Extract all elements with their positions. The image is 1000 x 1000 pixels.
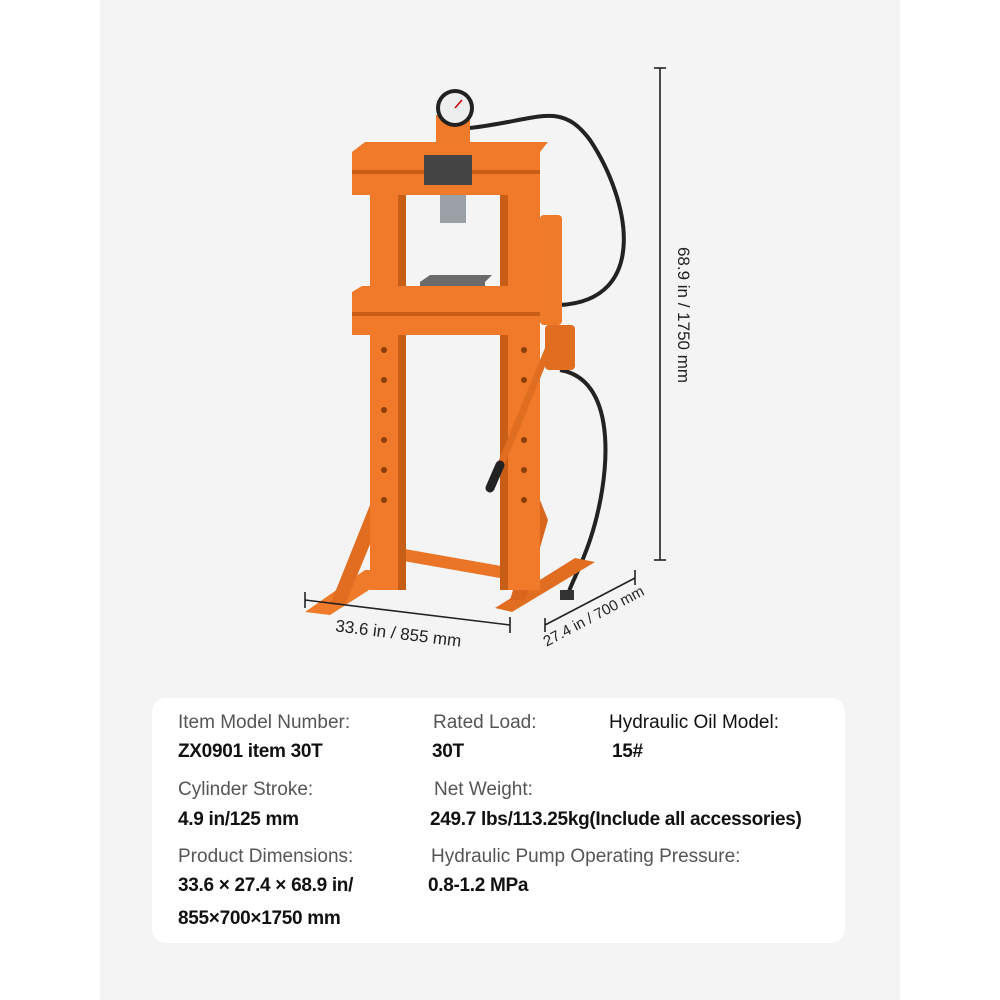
hydraulic-hose [469,113,626,307]
spec-label-oil-model: Hydraulic Oil Model: [609,712,779,733]
hose-coupler [560,590,574,600]
pump-hose [559,368,608,596]
left-brace [330,500,380,605]
spec-card: Item Model Number: ZX0901 item 30T Rated… [152,698,845,943]
height-dimension-label: 68.9 in / 1750 mm [674,246,693,384]
base-crossbar [389,546,521,582]
right-post-side [500,150,508,590]
spec-value-net-weight: 249.7 lbs/113.25kg(Include all accessori… [430,809,802,830]
spec-value-model: ZX0901 item 30T [178,741,323,762]
nameplate [424,155,472,185]
spec-label-dimensions: Product Dimensions: [178,846,354,867]
left-post-side [398,150,406,590]
pump-body [545,325,575,370]
middle-bed [352,286,540,335]
spec-label-pump-pressure: Hydraulic Pump Operating Pressure: [431,846,741,867]
spec-label-stroke: Cylinder Stroke: [178,779,314,800]
spec-value-rated-load: 30T [432,741,464,762]
right-post [508,150,540,590]
spec-value-pump-pressure: 0.8-1.2 MPa [428,875,529,896]
spec-label-model: Item Model Number: [178,712,351,733]
spec-value-oil-model: 15# [612,741,643,762]
dimension-lines [304,67,666,633]
air-pump-cylinder [540,215,562,325]
spec-value-stroke: 4.9 in/125 mm [178,809,299,830]
spec-value-dimensions: 33.6 × 27.4 × 68.9 in/ [178,875,354,896]
spec-value-dimensions-mm: 855×700×1750 mm [178,908,341,929]
left-post [370,150,398,590]
spec-label-net-weight: Net Weight: [434,779,533,800]
ram [440,195,466,223]
spec-label-rated-load: Rated Load: [433,712,537,733]
